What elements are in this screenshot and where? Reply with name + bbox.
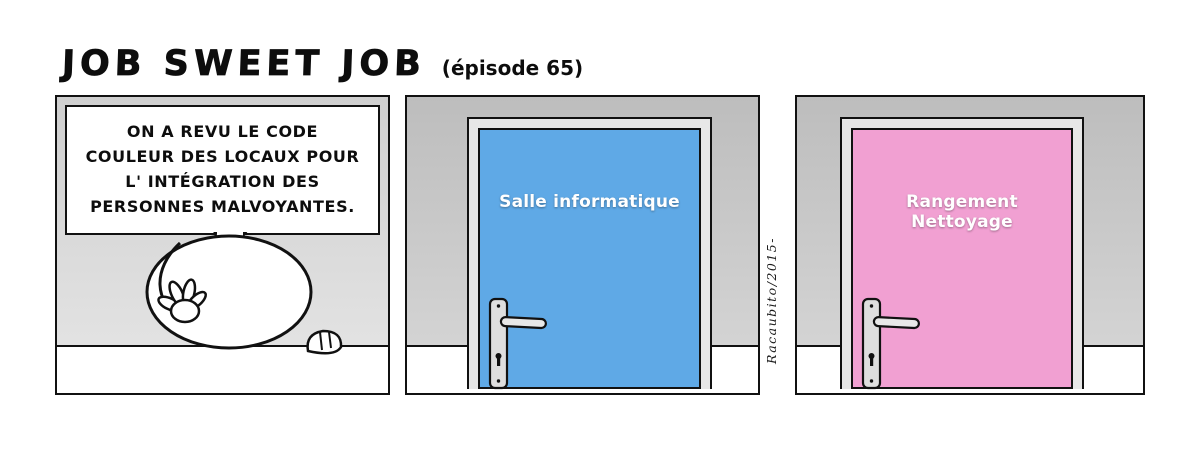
left-hand [157,278,207,324]
header: JOB SWEET JOB (épisode 65) [61,44,584,85]
door-label-nettoyage: Rangement Nettoyage [906,192,1018,232]
character-icon [145,234,343,355]
door-informatique: Salle informatique [478,128,701,390]
panel-speech: ON A REVU LE CODE COULEUR DES LOCAUX POU… [55,95,390,395]
panel-pink-door: Rangement Nettoyage [795,95,1145,395]
door-frame-nettoyage: Rangement Nettoyage [840,117,1084,390]
artist-signature: Racaubito/2015- [764,237,779,364]
door-label-informatique: Salle informatique [499,192,680,212]
door-handle-icon [861,297,920,390]
door-handle-icon [488,297,547,390]
door-frame-informatique: Salle informatique [467,117,712,390]
comic-title: JOB SWEET JOB [61,44,427,85]
panel-blue-door: Salle informatique [405,95,760,395]
speech-text: ON A REVU LE CODE COULEUR DES LOCAUX POU… [85,122,360,216]
door-nettoyage: Rangement Nettoyage [851,128,1073,390]
episode-label: (épisode 65) [441,56,584,80]
right-hand [306,329,343,355]
speech-bubble: ON A REVU LE CODE COULEUR DES LOCAUX POU… [65,105,380,235]
